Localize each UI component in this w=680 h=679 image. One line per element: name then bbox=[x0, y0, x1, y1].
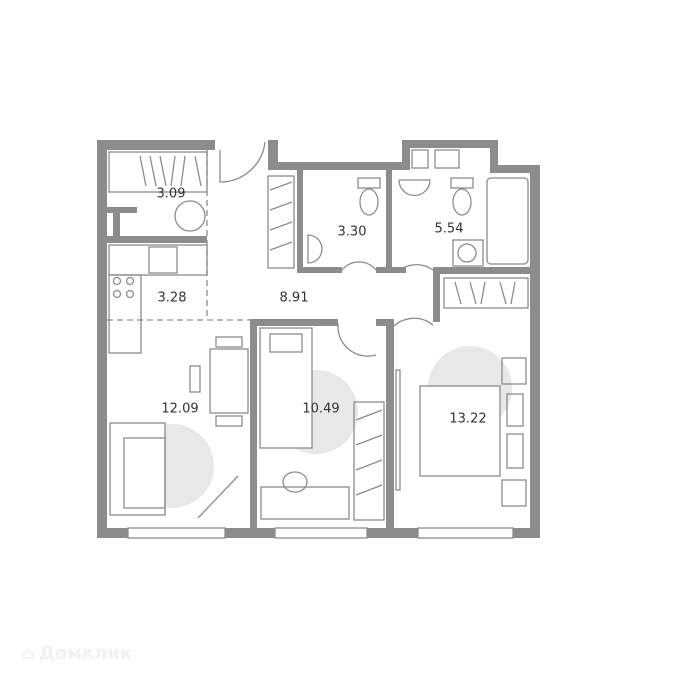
zone-divider bbox=[107, 150, 250, 321]
room-area-hall: 8.91 bbox=[279, 290, 309, 306]
room-area-storage: 3.09 bbox=[156, 186, 186, 202]
room-area-living: 12.09 bbox=[161, 401, 199, 417]
wardrobe bbox=[108, 151, 529, 521]
windows bbox=[127, 527, 514, 539]
fixtures bbox=[108, 149, 529, 354]
watermark-logo: ⌂ Домклик bbox=[22, 643, 132, 664]
doors bbox=[219, 141, 434, 491]
furniture bbox=[109, 327, 527, 520]
room-area-wc: 3.30 bbox=[337, 224, 367, 240]
room-area-bedroom-small: 10.49 bbox=[302, 401, 340, 417]
room-area-bathroom: 5.54 bbox=[434, 221, 464, 237]
room-area-kitchen: 3.28 bbox=[157, 290, 187, 306]
house-logo-icon: ⌂ bbox=[22, 643, 35, 664]
watermark-text: Домклик bbox=[38, 643, 133, 664]
room-area-bedroom-large: 13.22 bbox=[449, 411, 487, 427]
